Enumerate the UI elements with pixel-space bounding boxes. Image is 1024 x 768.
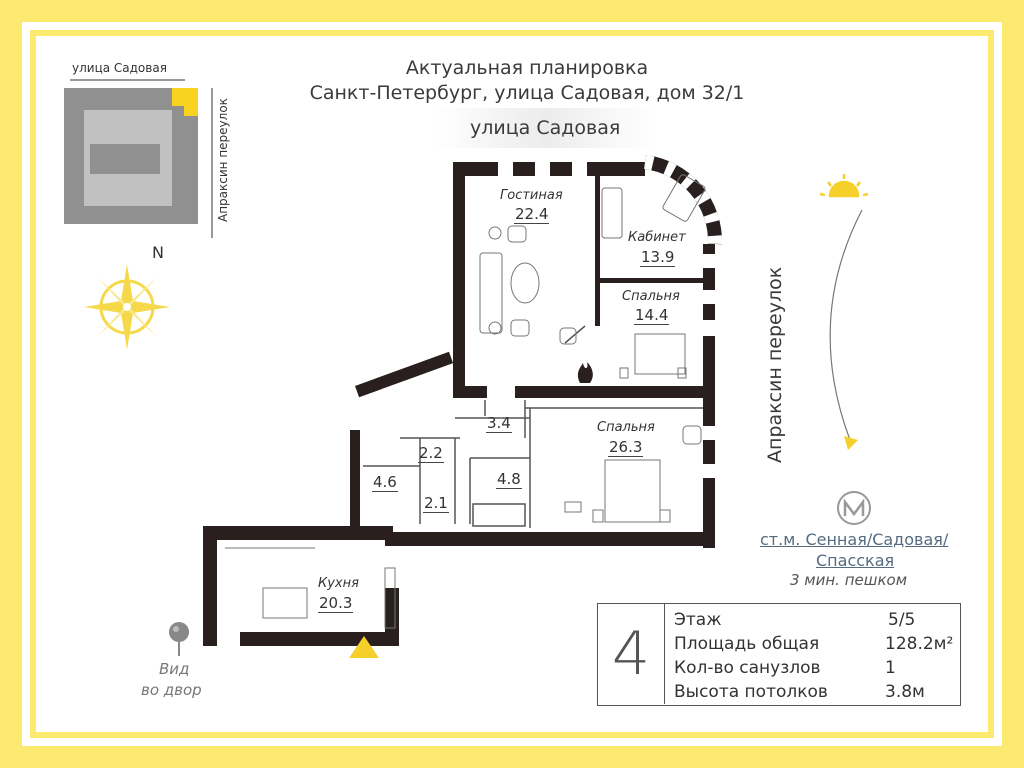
title-line1: Актуальная планировка bbox=[405, 57, 649, 79]
room-area-hall: 3.4 bbox=[486, 414, 512, 433]
sun-arrow-icon bbox=[844, 436, 858, 450]
room-area-bedroom-2: 26.3 bbox=[608, 438, 644, 457]
wall-east-3 bbox=[703, 304, 715, 320]
wall-top-4 bbox=[587, 162, 645, 176]
wall-living-west bbox=[453, 162, 465, 398]
sun-path bbox=[819, 174, 869, 450]
room-label-kitchen: Кухня bbox=[318, 576, 359, 591]
room-area-corridor: 4.6 bbox=[372, 473, 398, 492]
room-area-storage: 2.1 bbox=[423, 494, 449, 513]
metro-line2[interactable]: Спасская bbox=[816, 551, 895, 570]
room-area-living: 22.4 bbox=[514, 205, 550, 224]
info-value-ceiling: 3.8м bbox=[885, 682, 925, 702]
wall-top-1 bbox=[453, 162, 498, 176]
wall-east-2 bbox=[703, 268, 715, 290]
room-label-bedroom-1: Спальня bbox=[622, 289, 680, 304]
room-area-bathroom: 4.8 bbox=[496, 470, 522, 489]
info-value-bathrooms: 1 bbox=[885, 658, 896, 678]
mini-map-inner-building bbox=[90, 144, 160, 174]
wall-living-study bbox=[595, 176, 600, 286]
info-box: 4 Этаж 5/5 Площадь общая 128.2м² Кол-во … bbox=[597, 603, 961, 706]
info-label-bathrooms: Кол-во санузлов bbox=[674, 658, 821, 678]
compass-north-label: N bbox=[152, 243, 164, 262]
wall-study-bedroom bbox=[600, 278, 703, 283]
wall-corridor-west bbox=[350, 430, 360, 534]
info-label-ceiling: Высота потолков bbox=[674, 682, 828, 702]
floor-plan bbox=[203, 155, 723, 658]
metro-line1[interactable]: ст.м. Сенная/Садовая/ bbox=[760, 530, 949, 549]
room-area-bedroom-1: 14.4 bbox=[634, 306, 670, 325]
room-area-study: 13.9 bbox=[640, 248, 676, 267]
metro-walk-time: 3 мин. пешком bbox=[790, 571, 908, 589]
wall-bottom-main bbox=[385, 532, 715, 546]
title-line2: Санкт-Петербург, улица Садовая, дом 32/1 bbox=[309, 82, 745, 104]
info-value-area: 128.2м² bbox=[885, 634, 954, 654]
room-label-study: Кабинет bbox=[628, 230, 686, 245]
metro-icon bbox=[837, 491, 871, 525]
site-mini-map bbox=[64, 79, 213, 238]
street-band bbox=[435, 108, 655, 148]
info-value-floor: 5/5 bbox=[888, 610, 916, 630]
room-label-bedroom-2: Спальня bbox=[597, 420, 655, 435]
wall-kitchen-top bbox=[203, 526, 393, 540]
mini-map-street-label: улица Садовая bbox=[72, 61, 167, 75]
room-area-kitchen: 20.3 bbox=[318, 594, 354, 613]
wall-east-1 bbox=[703, 244, 715, 254]
wall-kitchen-east bbox=[385, 588, 399, 646]
wall-mid-2 bbox=[515, 386, 715, 398]
entrance-arrow-icon bbox=[349, 636, 379, 658]
wall-kitchen-bottom bbox=[240, 632, 390, 646]
view-label-line1: Вид bbox=[159, 660, 190, 678]
wall-east-6 bbox=[703, 478, 715, 548]
street-top-label: улица Садовая bbox=[470, 117, 621, 139]
wall-kitchen-west bbox=[203, 526, 217, 646]
street-side-label: Апраксин переулок bbox=[764, 266, 786, 463]
wall-east-5 bbox=[703, 440, 715, 464]
sun-icon bbox=[819, 174, 869, 198]
wall-corridor-diag bbox=[355, 351, 454, 398]
floor-number: 4 bbox=[598, 604, 665, 704]
location-pin-icon bbox=[169, 622, 189, 656]
mini-map-flat-marker bbox=[172, 88, 198, 116]
fireplace-icon bbox=[577, 362, 593, 383]
info-label-area: Площадь общая bbox=[674, 634, 820, 654]
view-label-line2: во двор bbox=[141, 681, 202, 699]
compass-rose-icon bbox=[84, 264, 170, 350]
info-label-floor: Этаж bbox=[674, 610, 722, 630]
wall-living-bedroom bbox=[595, 286, 600, 326]
wall-top-3 bbox=[550, 162, 572, 176]
room-label-living: Гостиная bbox=[500, 188, 563, 203]
wall-mid-1 bbox=[465, 386, 487, 398]
wall-top-2 bbox=[513, 162, 535, 176]
wall-east-4 bbox=[703, 336, 715, 426]
room-area-wc: 2.2 bbox=[418, 444, 444, 463]
wall-bay bbox=[643, 155, 723, 245]
